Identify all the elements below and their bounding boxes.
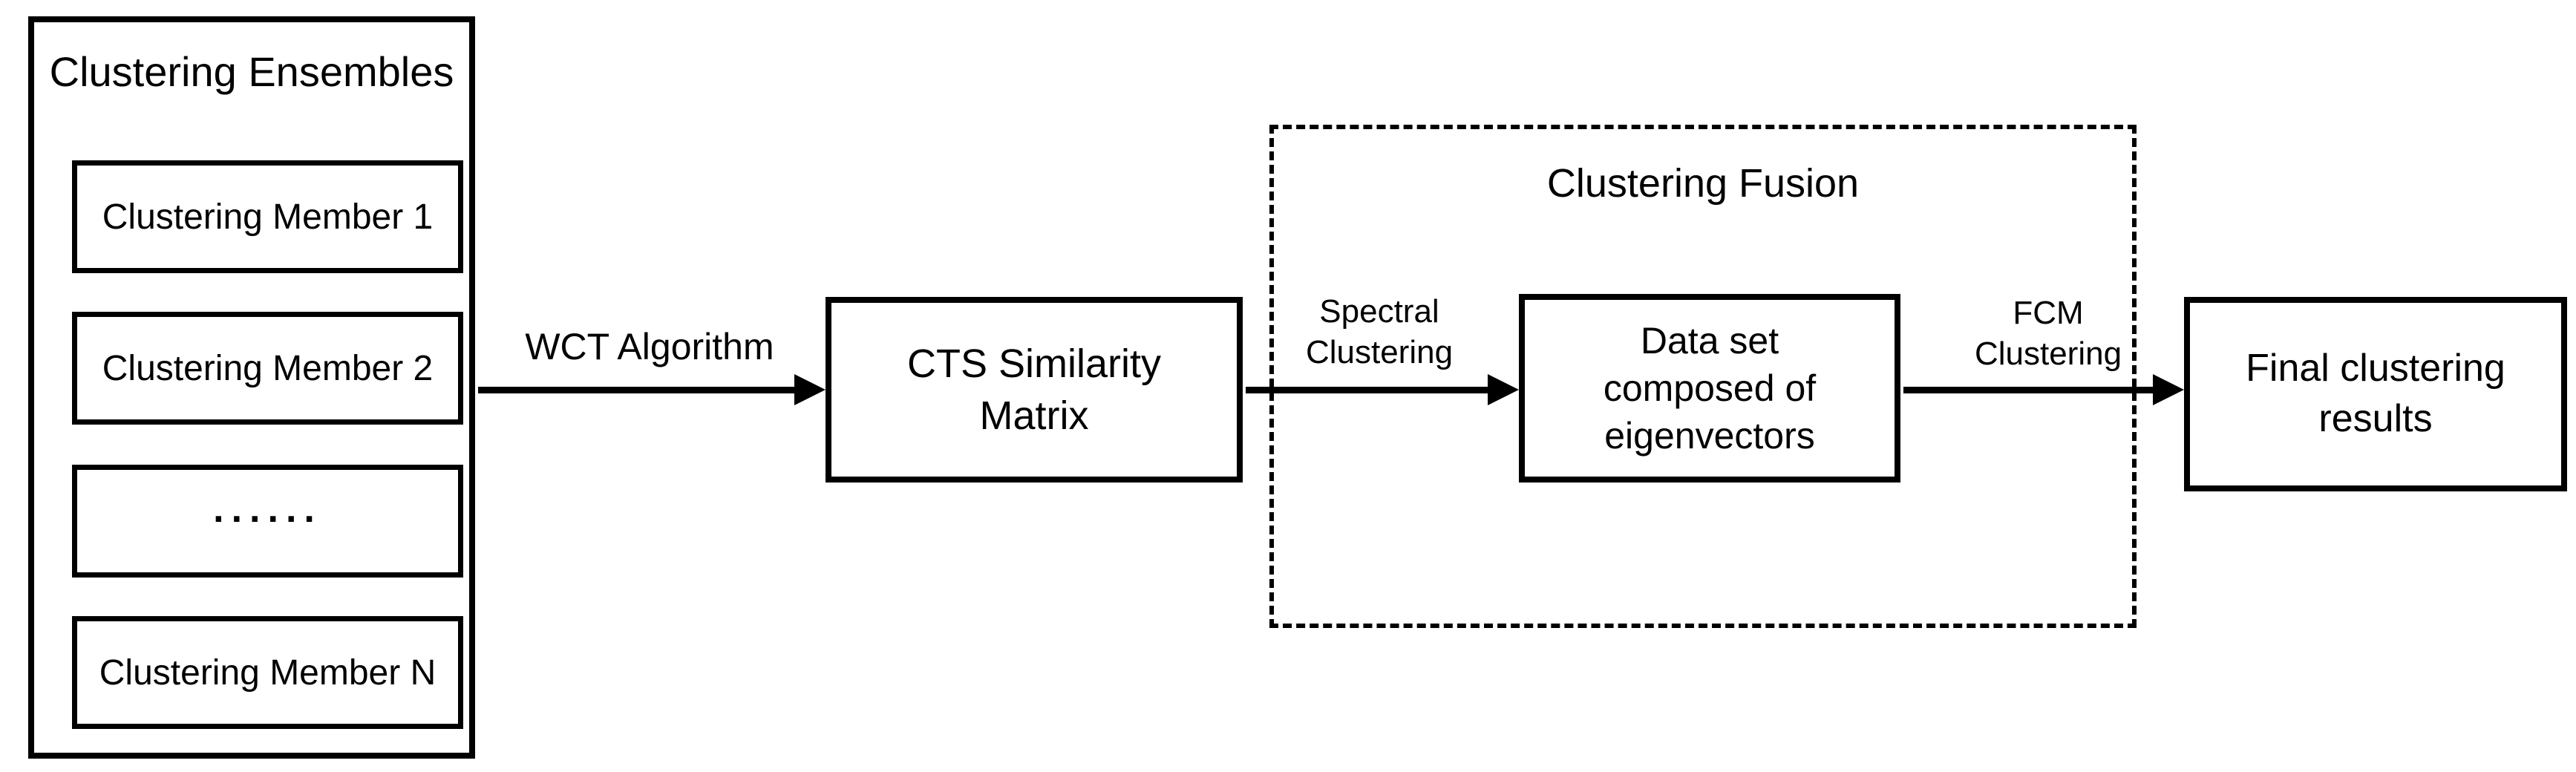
arrow-spectral-head-icon — [1488, 374, 1519, 405]
clustering-member-n-box: Clustering Member N — [72, 616, 463, 729]
wct-algorithm-label: WCT Algorithm — [525, 326, 774, 367]
arrow-fcm-head-icon — [2153, 374, 2184, 405]
clustering-member-ellipsis-box: ...... — [72, 465, 463, 578]
spectral-clustering-label: Spectral Clustering — [1305, 293, 1454, 370]
cts-similarity-matrix-box: CTS Similarity Matrix — [826, 297, 1243, 482]
arrow-spectral-shaft — [1246, 387, 1494, 393]
clustering-fusion-title: Clustering Fusion — [1546, 161, 1860, 206]
final-clustering-results-box: Final clustering results — [2184, 297, 2567, 491]
clustering-ensembles-group-box: Clustering Ensembles Clustering Member 1… — [28, 16, 475, 759]
clustering-member-1-box: Clustering Member 1 — [72, 160, 463, 273]
arrow-wct-shaft — [478, 387, 800, 393]
arrow-wct-head-icon — [794, 374, 826, 405]
clustering-member-2-box: Clustering Member 2 — [72, 312, 463, 425]
arrow-fcm-shaft — [1903, 387, 2159, 393]
ellipsis-text: ...... — [213, 488, 322, 531]
fcm-clustering-label: FCM Clustering — [1974, 295, 2122, 372]
dataset-eigenvectors-box: Data set composed of eigenvectors — [1519, 294, 1900, 482]
clustering-fusion-dashed-box: Clustering Fusion — [1269, 125, 2137, 628]
clustering-ensembles-title: Clustering Ensembles — [49, 48, 454, 95]
